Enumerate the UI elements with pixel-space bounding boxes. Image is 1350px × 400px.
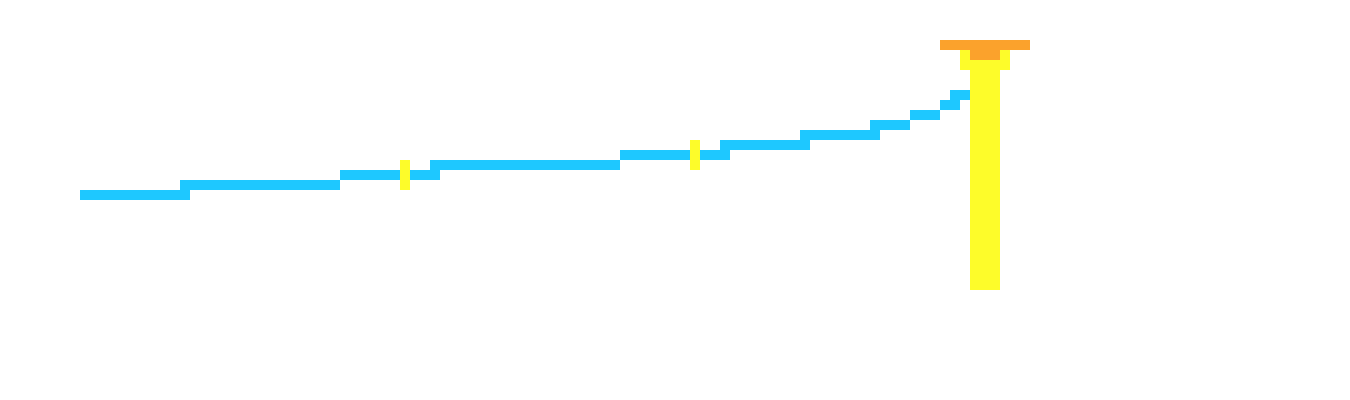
track-segment bbox=[800, 130, 880, 140]
track-segment bbox=[950, 90, 970, 100]
track-segment bbox=[870, 120, 910, 130]
track-line bbox=[80, 90, 970, 200]
track-segment bbox=[620, 150, 730, 160]
tower-cap-inner bbox=[970, 50, 1000, 60]
track-segment bbox=[430, 160, 620, 170]
marker-post-2 bbox=[690, 140, 700, 170]
marker-post-1 bbox=[400, 160, 410, 190]
tower-cap bbox=[940, 40, 1030, 50]
track-segment bbox=[180, 180, 340, 190]
track-segment bbox=[340, 170, 440, 180]
track-segment bbox=[940, 100, 960, 110]
track-segment bbox=[720, 140, 810, 150]
track-segment bbox=[910, 110, 940, 120]
tower bbox=[940, 40, 1030, 290]
track-segment bbox=[80, 190, 190, 200]
tower-post bbox=[970, 60, 1000, 290]
